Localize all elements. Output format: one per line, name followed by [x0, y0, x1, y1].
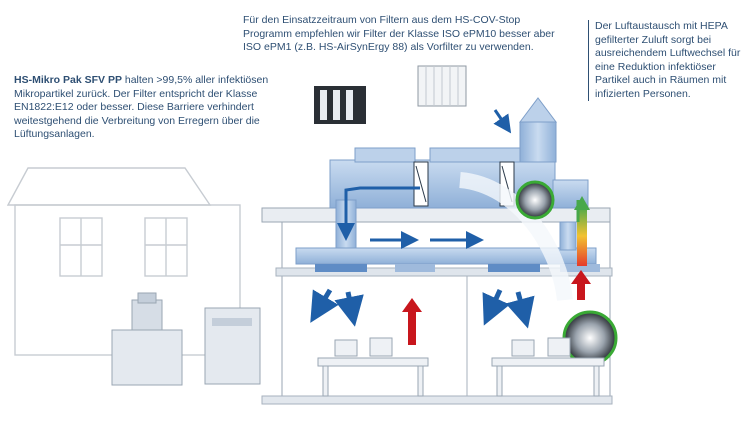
exhaust-air-arrows: [402, 270, 591, 345]
air-exchange-note: Der Luftaustausch mit HEPA gefilterter Z…: [588, 20, 747, 101]
hepa-filter-description: HS-Mikro Pak SFV PP halten >99,5% aller …: [14, 74, 304, 142]
outdoor-units: [111, 292, 261, 386]
duct-flow-arrows: [337, 109, 512, 249]
air-handling-unit: [329, 97, 589, 251]
product-description: halten >99,5% aller infektiösen Mikropar…: [14, 74, 269, 140]
ceiling-ducts: [295, 221, 600, 272]
office-desks: [317, 337, 605, 397]
product-name: HS-Mikro Pak SFV PP: [14, 74, 122, 86]
prefilter-recommendation-text: Für den Einsatzzeitraum von Filtern aus …: [243, 14, 555, 53]
recirculation-path: [458, 172, 573, 302]
supply-air-arrows: [310, 288, 535, 329]
filter-cassette-icon: [314, 86, 366, 124]
exhaust-stack: [574, 196, 590, 266]
bag-filter-icon: [417, 65, 467, 107]
virus-particle-icon: [515, 180, 618, 366]
